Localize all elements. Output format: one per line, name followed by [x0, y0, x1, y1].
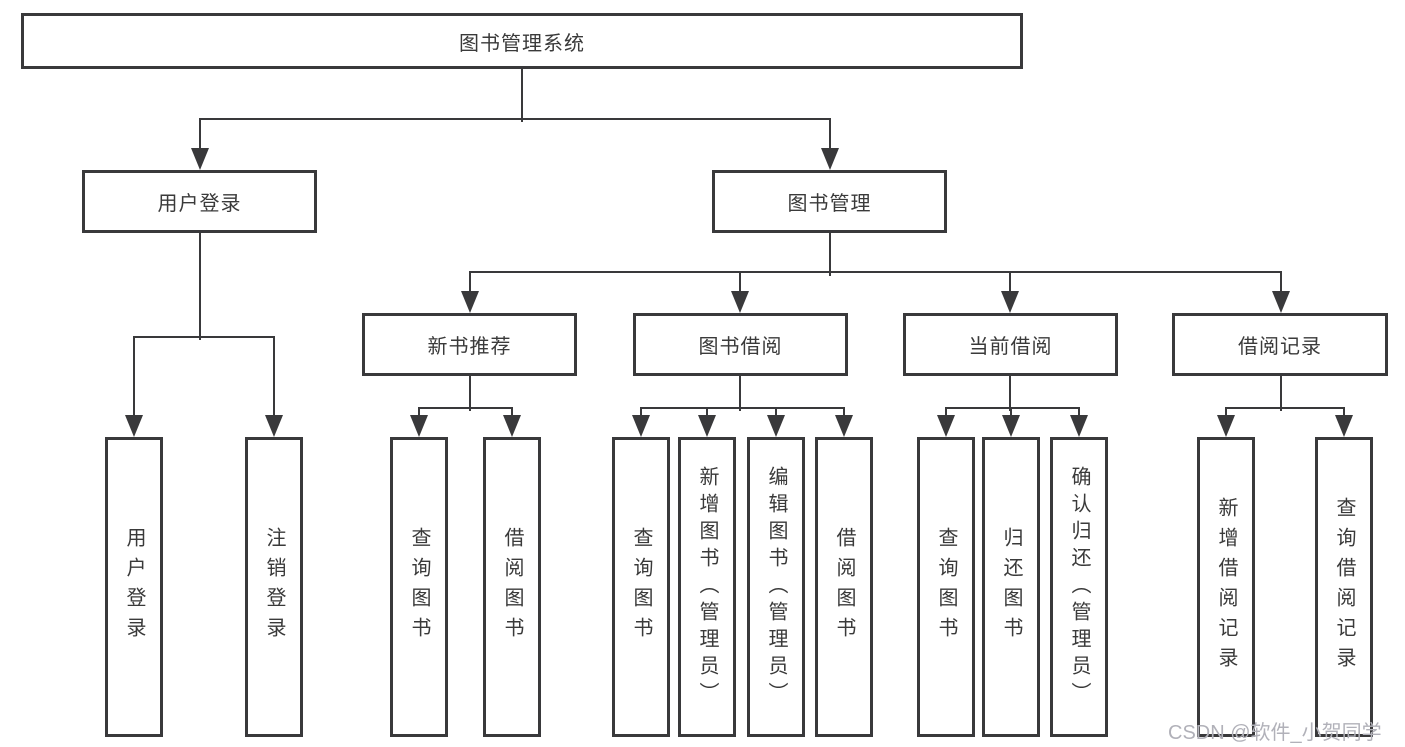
arrowhead-down-icon [1272, 291, 1290, 313]
node-user-login: 用户登录 [82, 170, 317, 233]
connector-line [1078, 408, 1080, 417]
arrowhead-down-icon [1217, 415, 1235, 437]
node-new-book-recommend: 新书推荐 [362, 313, 577, 376]
node-label: 用户登录 [123, 527, 145, 647]
node-leaf-borrow-edit-books-admin: 编辑图书（管理员） [747, 437, 805, 737]
arrowhead-down-icon [410, 415, 428, 437]
node-label: 图书借阅 [698, 336, 783, 358]
connector-line [418, 408, 420, 417]
connector-line [945, 408, 947, 417]
connector-line [199, 118, 831, 120]
arrowhead-down-icon [1070, 415, 1088, 437]
arrowhead-down-icon [503, 415, 521, 437]
node-root-library-system: 图书管理系统 [21, 13, 1023, 69]
arrowhead-down-icon [767, 415, 785, 437]
connector-line [469, 376, 471, 411]
connector-line [1010, 408, 1012, 417]
node-leaf-borrow-search-books: 查询图书 [612, 437, 670, 737]
connector-line [511, 408, 513, 417]
node-label: 查询图书 [408, 527, 430, 647]
arrowhead-down-icon [265, 415, 283, 437]
connector-line [1009, 376, 1011, 411]
node-label: 图书管理系统 [459, 32, 585, 55]
arrowhead-down-icon [835, 415, 853, 437]
arrowhead-down-icon [731, 291, 749, 313]
node-leaf-current-return-books: 归还图书 [982, 437, 1040, 737]
node-label: 借阅图书 [501, 527, 523, 647]
connector-line [775, 408, 777, 417]
arrowhead-down-icon [1002, 415, 1020, 437]
node-label: 确认归还（管理员） [1068, 465, 1090, 709]
connector-line [133, 336, 275, 338]
arrowhead-down-icon [1335, 415, 1353, 437]
connector-line [469, 272, 471, 293]
arrowhead-down-icon [937, 415, 955, 437]
arrowhead-down-icon [461, 291, 479, 313]
node-label: 查询图书 [630, 527, 652, 647]
node-leaf-records-add-record: 新增借阅记录 [1197, 437, 1255, 737]
node-label: 归还图书 [1000, 527, 1022, 647]
node-label: 用户登录 [157, 193, 242, 215]
connector-line [469, 271, 1282, 273]
connector-line [418, 407, 513, 409]
node-leaf-records-search-record: 查询借阅记录 [1315, 437, 1373, 737]
node-leaf-borrow-add-books-admin: 新增图书（管理员） [678, 437, 736, 737]
node-leaf-recommend-borrow-books: 借阅图书 [483, 437, 541, 737]
node-book-borrowing: 图书借阅 [633, 313, 848, 376]
connector-line [739, 272, 741, 293]
connector-line [273, 337, 275, 417]
connector-line [945, 407, 1080, 409]
connector-line [640, 408, 642, 417]
node-current-borrowing: 当前借阅 [903, 313, 1118, 376]
connector-line [1225, 407, 1345, 409]
arrowhead-down-icon [125, 415, 143, 437]
connector-line [199, 233, 201, 340]
node-label: 新书推荐 [427, 336, 512, 358]
node-label: 借阅记录 [1238, 336, 1322, 358]
node-label: 编辑图书（管理员） [765, 465, 787, 709]
node-label: 查询图书 [935, 527, 957, 647]
node-label: 新增借阅记录 [1215, 497, 1237, 677]
node-borrow-records: 借阅记录 [1172, 313, 1388, 376]
node-leaf-current-confirm-return-admin: 确认归还（管理员） [1050, 437, 1108, 737]
node-leaf-recommend-search-books: 查询图书 [390, 437, 448, 737]
connector-line [829, 233, 831, 276]
arrowhead-down-icon [632, 415, 650, 437]
connector-line [133, 337, 135, 417]
node-label: 当前借阅 [968, 336, 1053, 358]
arrowhead-down-icon [1001, 291, 1019, 313]
connector-line [1225, 408, 1227, 417]
connector-line [843, 408, 845, 417]
connector-line [1280, 272, 1282, 293]
connector-line [829, 119, 831, 150]
connector-line [1343, 408, 1345, 417]
arrowhead-down-icon [698, 415, 716, 437]
node-leaf-current-search-books: 查询图书 [917, 437, 975, 737]
connector-line [640, 407, 845, 409]
arrowhead-down-icon [191, 148, 209, 170]
node-book-management: 图书管理 [712, 170, 947, 233]
node-leaf-borrow-borrow-books: 借阅图书 [815, 437, 873, 737]
connector-line [521, 69, 523, 122]
node-label: 新增图书（管理员） [696, 465, 718, 709]
node-leaf-user-login: 用户登录 [105, 437, 163, 737]
node-label: 借阅图书 [833, 527, 855, 647]
connector-line [1280, 376, 1282, 411]
node-label: 查询借阅记录 [1333, 497, 1355, 677]
node-leaf-logout: 注销登录 [245, 437, 303, 737]
connector-line [199, 119, 201, 150]
node-label: 注销登录 [263, 527, 285, 647]
watermark: CSDN @软件_小贺同学 [1168, 722, 1382, 744]
node-label: 图书管理 [787, 193, 872, 215]
connector-line [739, 376, 741, 411]
connector-line [706, 408, 708, 417]
arrowhead-down-icon [821, 148, 839, 170]
connector-line [1009, 272, 1011, 293]
